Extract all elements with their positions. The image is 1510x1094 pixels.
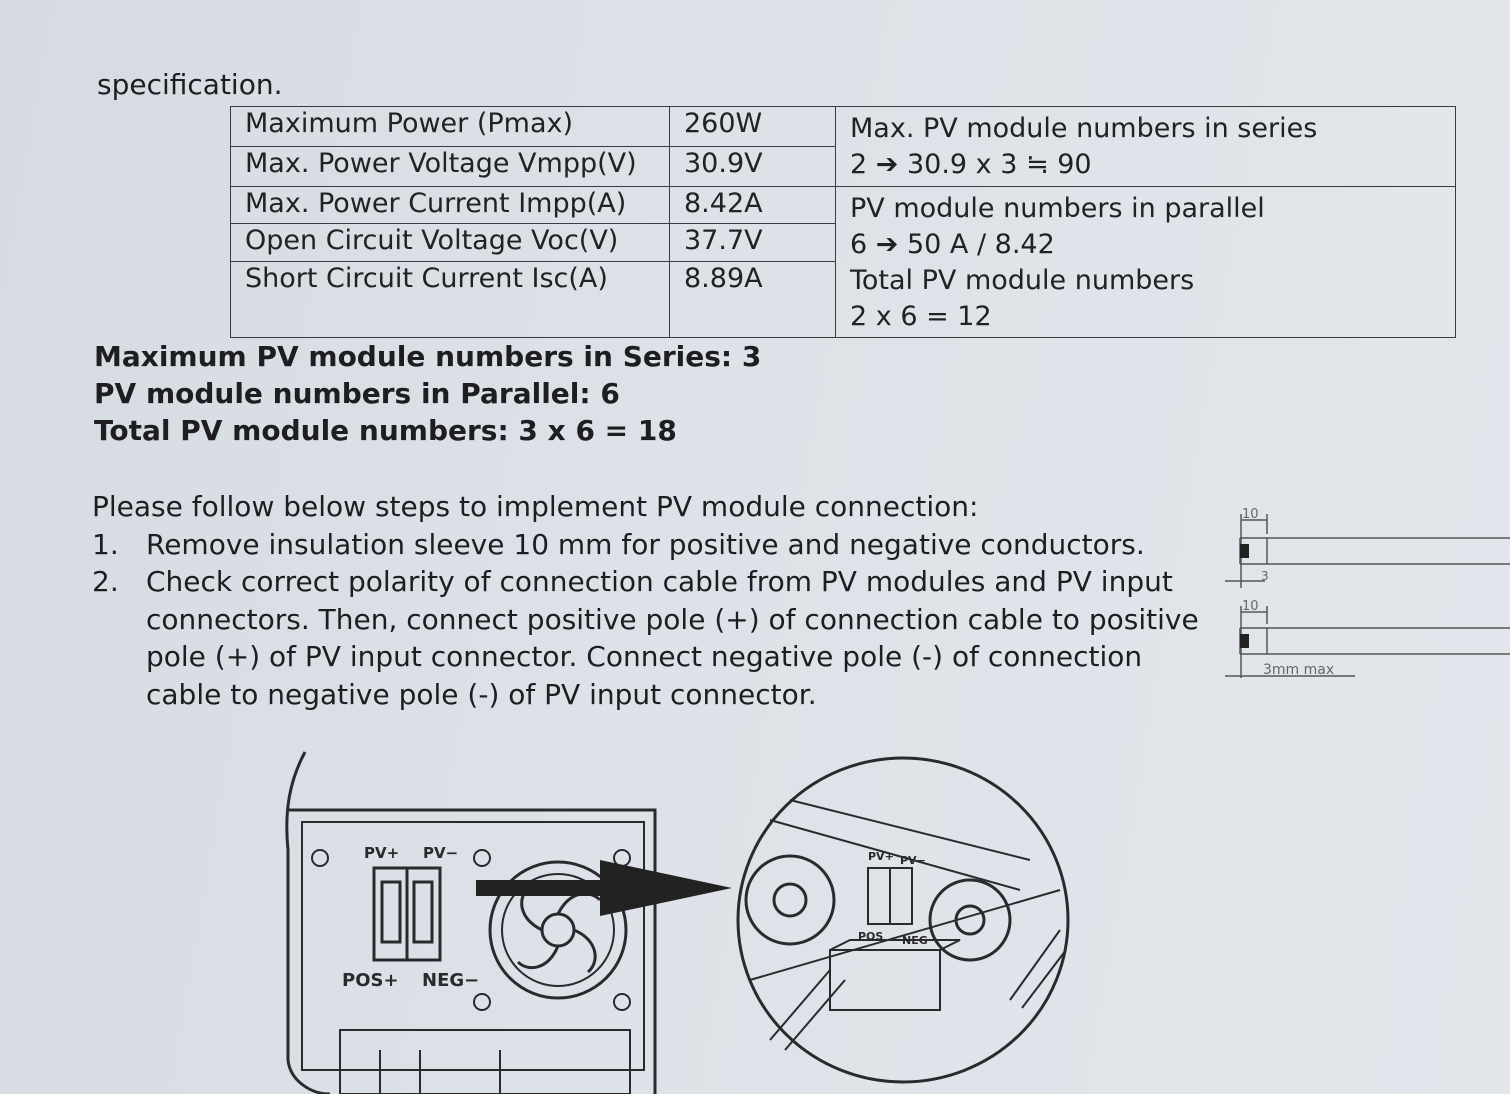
spec-value: 260W [669,106,836,147]
spec-label: Short Circuit Current Isc(A) [230,261,670,338]
steps-list: 1. Remove insulation sleeve 10 mm for po… [92,526,1202,714]
zoom-label-pv-minus: PV− [900,854,926,867]
summary-total: Total PV module numbers: 3 x 6 = 18 [94,414,677,447]
dim-bottom-side: 3mm max [1263,662,1334,678]
spec-label: Open Circuit Voltage Voc(V) [230,223,670,262]
series-note-calc: 2 ➔ 30.9 x 3 ≒ 90 [850,149,1092,180]
wire-core-top [1240,544,1249,558]
zoom-circle [736,756,1070,1084]
label-pos: POS+ [342,970,399,991]
total-note-calc: 2 x 6 = 12 [850,300,992,332]
zoom-label-pos: POS [858,930,883,943]
intro-text: specification. [97,68,283,101]
table-row: Max. Power Current Impp(A) 8.42A PV modu… [230,185,1456,339]
fan-icon [488,860,628,1000]
parallel-note-title: PV module numbers in parallel [850,192,1265,224]
dim-top: 10 [1242,507,1259,522]
spec-value: 8.89A [669,261,836,338]
wire-core-bottom [1240,634,1249,648]
inverter-body-outline [288,808,657,1094]
spec-label: Max. Power Current Impp(A) [230,185,670,225]
step-number: 1. [92,527,119,561]
list-item: 1. Remove insulation sleeve 10 mm for po… [92,526,1202,564]
inverter-connection-illustration: PV+ PV− POS+ NEG− PV+ PV− POS NEG [285,751,1070,1094]
series-note-cell: Max. PV module numbers in series 2 ➔ 30.… [835,106,1456,187]
cable-outline [285,751,331,1094]
total-note-title: Total PV module numbers [850,264,1195,296]
series-note-title: Max. PV module numbers in series [850,113,1318,144]
pv-connector-icon [372,866,442,962]
spec-value: 37.7V [669,223,836,262]
label-neg: NEG− [422,970,479,991]
wire-strip-diagram: 10 3 10 3mm max [1225,507,1510,678]
spec-value: 8.42A [669,185,836,225]
summary-series: Maximum PV module numbers in Series: 3 [94,340,762,373]
label-pv-minus: PV− [423,844,458,862]
summary-parallel: PV module numbers in Parallel: 6 [94,377,620,410]
step-text: Remove insulation sleeve 10 mm for posit… [146,527,1145,561]
parallel-note-cell: PV module numbers in parallel 6 ➔ 50 A /… [835,185,1456,339]
zoom-arrow-icon [476,860,732,916]
parallel-note-calc: 6 ➔ 50 A / 8.42 [850,228,1055,260]
summary-block: Maximum PV module numbers in Series: 3 P… [94,338,761,449]
spec-label: Max. Power Voltage Vmpp(V) [230,145,670,187]
list-item: 2. Check correct polarity of connection … [92,563,1202,713]
label-pv-plus: PV+ [364,844,399,862]
table-row: Short Circuit Current Isc(A) 8.89A [230,261,1456,338]
step-text: Check correct polarity of connection cab… [146,565,1199,711]
spec-value: 30.9V [669,145,836,187]
pv-spec-table: Maximum Power (Pmax) 260W Max. PV module… [230,106,1456,339]
dim-bottom: 10 [1242,599,1259,614]
table-row: Max. Power Voltage Vmpp(V) 30.9V [230,145,1456,187]
spec-label: Maximum Power (Pmax) [230,106,670,147]
dim-top-side: 3 [1261,569,1269,583]
zoom-label-pv-plus: PV+ [868,850,894,863]
step-number: 2. [92,565,119,598]
steps-heading: Please follow below steps to implement P… [92,490,979,523]
zoom-label-neg: NEG [902,934,928,947]
steps-section: Please follow below steps to implement P… [92,488,1202,713]
table-row: Maximum Power (Pmax) 260W Max. PV module… [230,106,1456,187]
